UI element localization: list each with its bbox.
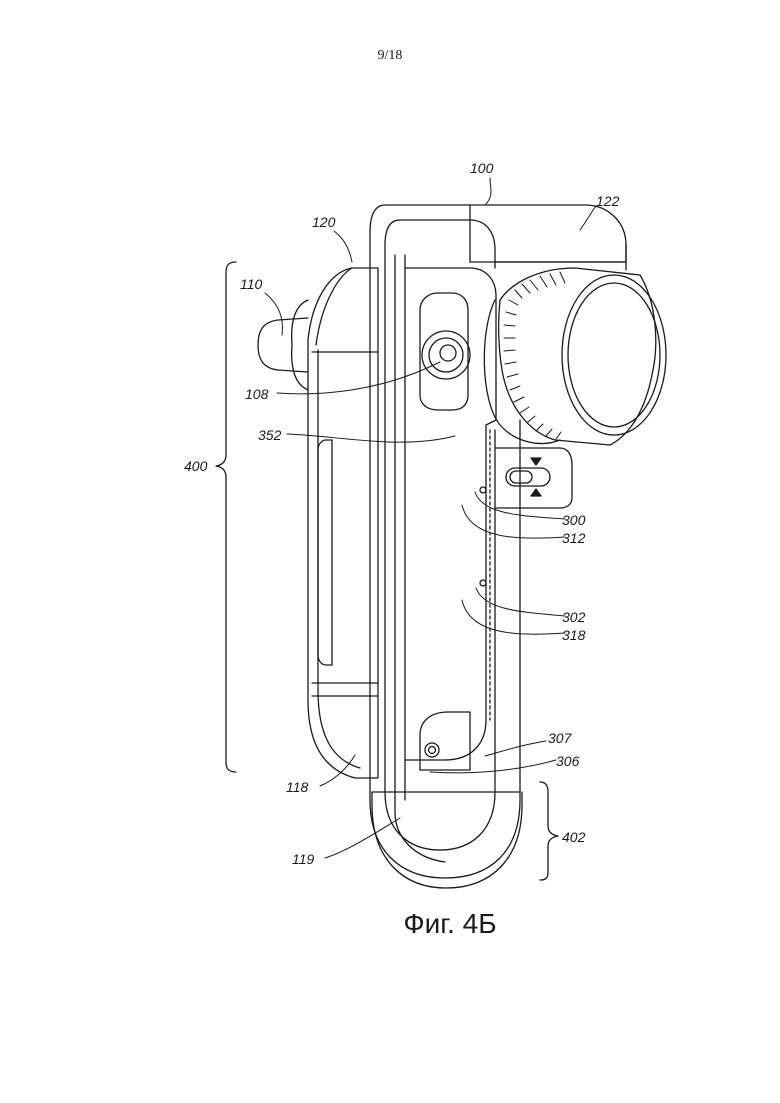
screw-upper	[480, 487, 486, 493]
housing-top-band	[312, 268, 378, 352]
speculum-cone	[292, 300, 308, 390]
label-118: 118	[286, 779, 309, 795]
front-face-panel	[405, 268, 496, 760]
sensor-lens	[440, 345, 456, 361]
switch-arrow-down	[531, 458, 541, 465]
label-122: 122	[596, 193, 620, 209]
label-312: 312	[562, 530, 586, 546]
top-block	[470, 205, 626, 262]
frame-outer	[370, 205, 626, 878]
bracket-402	[540, 782, 558, 880]
rear-housing-inner-edge	[318, 350, 360, 768]
label-119: 119	[292, 851, 315, 867]
figure-caption: Фиг. 4Б	[0, 908, 780, 940]
speculum-tip	[258, 318, 308, 372]
label-402: 402	[562, 829, 586, 845]
switch-housing	[496, 448, 572, 508]
screw-lower-inner	[429, 747, 436, 754]
knob-face	[562, 275, 666, 435]
knob-face-rim	[568, 283, 660, 427]
panel-lower-window	[420, 712, 470, 770]
label-400: 400	[184, 458, 208, 474]
label-100: 100	[470, 160, 494, 176]
housing-side-slot	[318, 440, 332, 665]
label-110: 110	[240, 276, 263, 292]
label-352: 352	[258, 427, 282, 443]
label-318: 318	[562, 627, 586, 643]
frame-inner	[385, 220, 495, 850]
leader-lines	[265, 178, 596, 858]
label-306: 306	[556, 753, 580, 769]
knob-knurling	[504, 272, 565, 439]
label-108: 108	[245, 386, 269, 402]
label-307: 307	[548, 730, 573, 746]
label-300: 300	[562, 512, 586, 528]
screw-middle	[480, 580, 486, 586]
label-302: 302	[562, 609, 586, 625]
switch-arrow-up	[531, 489, 541, 496]
label-120: 120	[312, 214, 336, 230]
knob-knurl-band	[499, 268, 656, 445]
switch-slider	[510, 471, 532, 483]
panel-window	[420, 293, 468, 410]
sensor-ring-inner	[429, 338, 463, 372]
bracket-400	[216, 262, 236, 772]
screw-lower	[425, 743, 439, 757]
